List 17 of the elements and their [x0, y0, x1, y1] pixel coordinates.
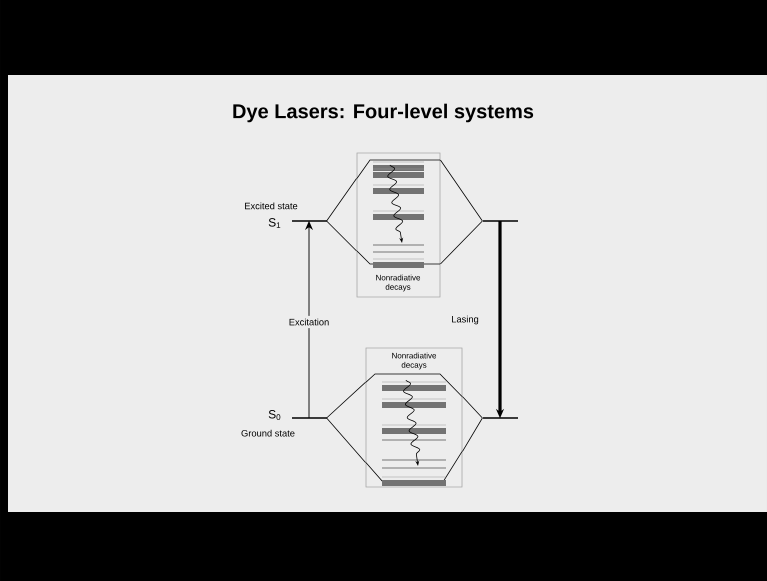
splitting-line — [326, 418, 366, 463]
splitting-line — [440, 220, 483, 264]
edge-label: Lasing — [452, 316, 478, 324]
title: Dye Lasers: Four-level systems — [233, 104, 534, 122]
edge-label: Excitation — [286, 316, 332, 328]
splitting-line — [440, 160, 483, 222]
sublevel-box: Nonradiative decays — [356, 152, 440, 298]
energy-level: Excited state S$_{1}$ — [245, 202, 327, 228]
energy-level-line — [483, 417, 518, 419]
splitting-line — [462, 396, 483, 418]
splitting-line — [326, 382, 366, 418]
energy-level-line — [483, 220, 518, 222]
splitting-line — [462, 418, 483, 452]
splitting-line — [326, 178, 357, 222]
splitting-line — [326, 220, 357, 252]
energy-level: S$_{0}$ Ground state — [242, 410, 327, 437]
sublevel-box: Nonradiative decays — [366, 348, 462, 488]
